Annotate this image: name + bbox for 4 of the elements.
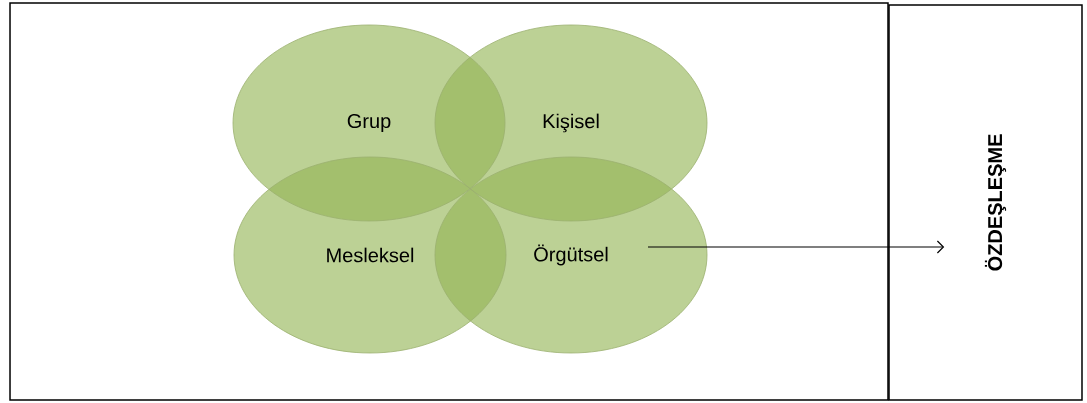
arrow [647,240,945,254]
frame-box [9,2,889,401]
vertical-label: ÖZDEŞLEŞME [984,134,1007,271]
label-box [888,4,1083,401]
